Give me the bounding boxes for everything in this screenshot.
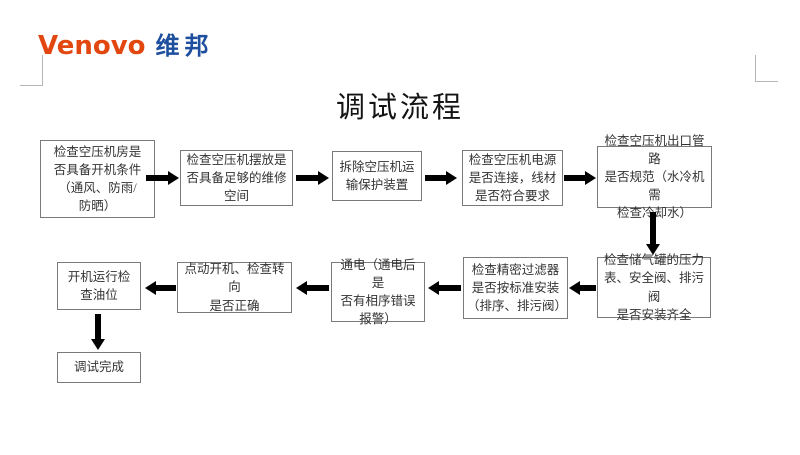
placeholder-corner-right	[755, 55, 778, 82]
arrow-left-icon	[569, 281, 596, 295]
flow-box-remove-protection: 拆除空压机运 输保护装置	[332, 151, 422, 201]
logo: Venovo 维邦	[38, 26, 214, 61]
flow-box-check-filter: 检查精密过滤器 是否按标准安装 （排序、排污阀）	[463, 257, 568, 319]
arrow-right-icon	[564, 171, 596, 185]
flow-box-power-on: 通电（通电后是 否有相序错误 报警）	[331, 258, 425, 326]
arrow-left-icon	[428, 281, 461, 295]
arrow-right-icon	[146, 171, 179, 185]
placeholder-corner-left	[20, 55, 43, 86]
arrow-right-icon	[425, 171, 457, 185]
logo-brand-en: Venovo	[38, 31, 146, 61]
flow-box-check-space: 检查空压机摆放是 否具备足够的维修 空间	[180, 150, 293, 206]
arrow-left-icon	[145, 281, 176, 295]
flow-box-check-tank-valves: 检查储气罐的压力 表、安全阀、排污阀 是否安装齐全	[597, 253, 711, 322]
arrow-left-icon	[296, 281, 329, 295]
flow-box-complete: 调试完成	[57, 352, 141, 383]
arrow-down-icon	[646, 212, 660, 255]
flow-box-jog-start: 点动开机、检查转向 是否正确	[177, 262, 292, 313]
arrow-right-icon	[296, 171, 329, 185]
flow-box-check-outlet-pipe: 检查空压机出口管路 是否规范（水冷机需 检查冷却水）	[597, 134, 712, 220]
flow-box-check-power: 检查空压机电源 是否连接，线材 是否符合要求	[462, 150, 563, 206]
arrow-down-icon	[91, 314, 105, 350]
logo-brand-cn: 维邦	[155, 33, 214, 60]
page-title: 调试流程	[335, 92, 464, 124]
flow-box-check-room: 检查空压机房是 否具备开机条件 （通风、防雨/ 防晒）	[40, 140, 155, 218]
flow-box-run-check-oil: 开机运行检 查油位	[57, 262, 141, 310]
